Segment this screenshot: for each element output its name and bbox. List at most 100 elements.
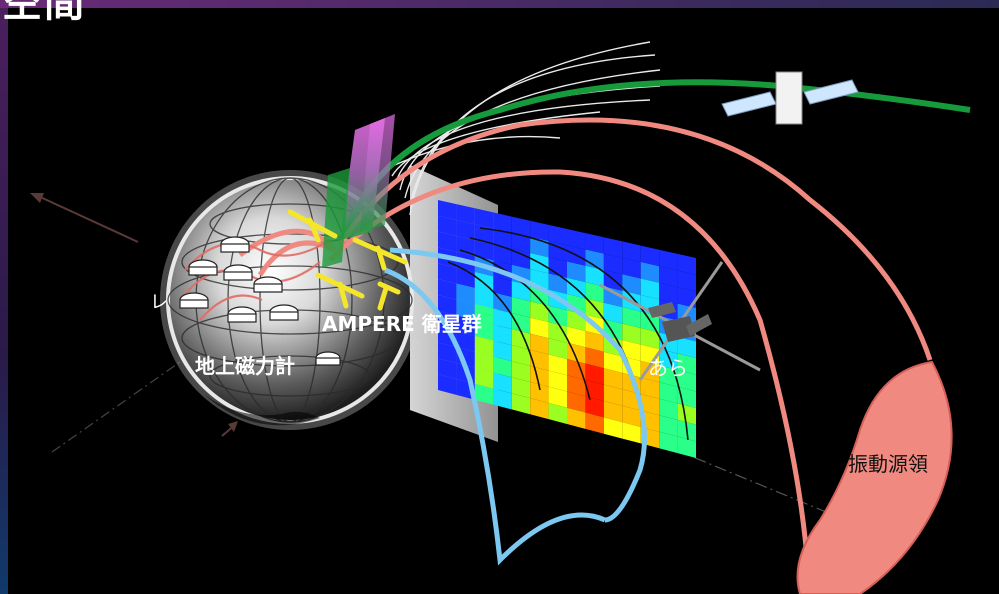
heatmap-cell (511, 329, 531, 350)
heatmap-cell (585, 282, 604, 303)
heatmap-cell (530, 220, 549, 242)
heatmap-cell (548, 370, 567, 392)
heatmap-cell (548, 305, 567, 327)
heatmap-cell (511, 361, 531, 383)
geo-satellite-orbit (342, 79, 971, 237)
heatmap-cell (640, 262, 660, 283)
heatmap-cell (474, 367, 494, 389)
heatmap-cell (622, 257, 641, 279)
heatmap-cell (511, 232, 531, 253)
heatmap-cell (622, 307, 641, 329)
heatmap-cell (438, 200, 457, 221)
heatmap-cell (567, 407, 586, 429)
ampere-satellites (287, 209, 408, 311)
heatmap-cell (622, 340, 641, 361)
left-label-fragment: レ (150, 292, 168, 313)
heatmap-cell (567, 229, 586, 250)
heatmap-cell (659, 365, 678, 387)
ground-magnetometers-label: 地上磁力計 (195, 354, 295, 378)
heatmap-cell (659, 415, 678, 437)
heatmap-contour (447, 261, 541, 391)
heatmap-cell (493, 372, 512, 394)
heatmap-cell (659, 266, 678, 288)
heatmap-cell (493, 228, 512, 249)
heatmap-cell (438, 263, 457, 284)
heatmap-cell (456, 283, 475, 304)
heatmap-cell (456, 204, 475, 225)
heatmap-cell (659, 431, 678, 454)
heatmap-cell (438, 279, 457, 300)
heatmap-cell (511, 393, 531, 415)
heatmap-cell (603, 368, 623, 390)
heatmap-cell (677, 370, 696, 392)
heatmap-cell (622, 323, 641, 345)
heatmap-cell (438, 342, 457, 364)
arase-satellite-icon (599, 261, 761, 381)
heatmap-cell (511, 313, 531, 334)
heatmap-cell (603, 417, 623, 439)
heatmap-cell (493, 340, 512, 362)
slide-left-border (0, 0, 8, 594)
heatmap-cell (493, 356, 512, 378)
heatmap-cell (567, 261, 586, 283)
heatmap-cell (567, 391, 586, 413)
heatmap-cell (603, 400, 623, 423)
heatmap-cell (659, 249, 678, 271)
heatmap-cell (474, 240, 494, 261)
heatmap-cell (677, 287, 696, 308)
heatmap-cell (677, 270, 696, 292)
heatmap-cell (548, 402, 567, 424)
heatmap-cell (548, 241, 567, 262)
heatmap-cell (511, 345, 531, 366)
heatmap-cell (438, 231, 457, 252)
heatmap-cell (585, 363, 604, 385)
heatmap-cell (474, 319, 494, 341)
heatmap-cell (456, 299, 475, 320)
heatmap-cell (548, 338, 567, 359)
heatmap-cell (585, 249, 604, 271)
heatmap-contour (479, 227, 689, 441)
heatmap-cell (456, 315, 475, 336)
heatmap-cell (511, 377, 531, 399)
heatmap-cell (493, 212, 512, 233)
heatmap-cell (493, 244, 512, 265)
heatmap-cell (474, 383, 494, 405)
heatmap-cell (567, 359, 586, 380)
heatmap-cell (603, 351, 623, 373)
heatmap-cell (640, 393, 660, 416)
heatmap-cell (622, 405, 641, 427)
heatmap-cell (548, 273, 567, 294)
heatmap-cell (585, 379, 604, 401)
heatmap-cell (530, 382, 549, 403)
heatmap-cell (530, 317, 549, 339)
heatmap-cell (530, 398, 549, 420)
heatmap-cell (438, 374, 457, 395)
heatmap-contour (459, 249, 591, 401)
slide-top-border (0, 0, 999, 8)
heatmap-cell (659, 349, 678, 371)
heatmap-cell (622, 422, 641, 444)
heatmap-cell (548, 354, 567, 376)
heatmap-cell (659, 382, 678, 404)
heatmap-cell (585, 265, 604, 287)
geo-satellite-icon (721, 71, 859, 125)
heatmap-cell (640, 278, 660, 300)
heatmap-cell (603, 237, 623, 258)
ampere-satellites-label: AMPERE 衛星群 (322, 312, 482, 336)
heatmap-cell (640, 360, 660, 383)
heatmap-cell (622, 274, 641, 296)
ground-magnetometer-icons (179, 236, 341, 366)
ground-field-traces (179, 239, 331, 321)
heatmap-cell (474, 351, 494, 373)
heatmap-cell (567, 375, 586, 397)
heatmap-cell (640, 377, 660, 399)
heatmap-cell (603, 286, 623, 308)
heatmap-cell (493, 388, 512, 410)
heatmap-cell (548, 322, 567, 343)
heatmap-cell (511, 296, 531, 318)
heatmap-cell (659, 398, 678, 420)
arase-label: あら (648, 356, 688, 380)
heatmap-cell (677, 436, 696, 458)
